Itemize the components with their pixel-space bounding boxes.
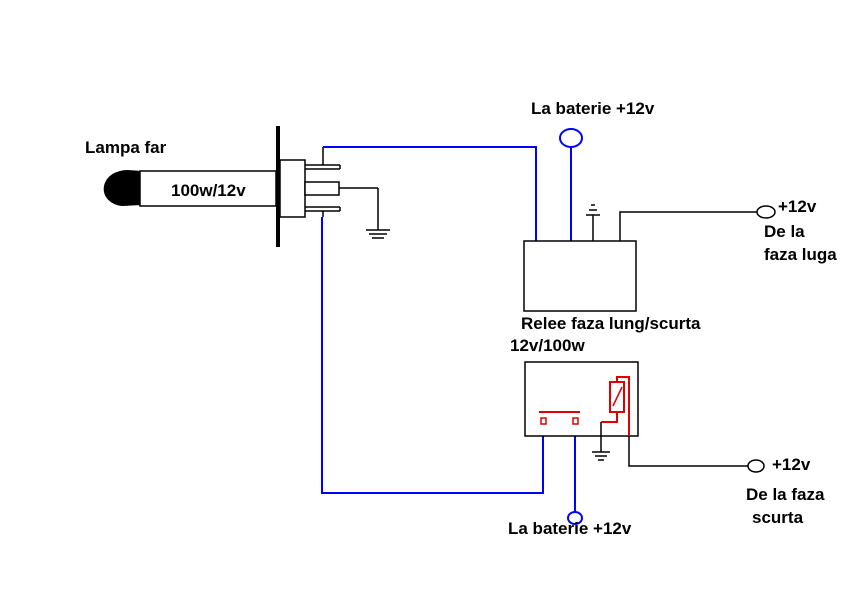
battery-top-label: La baterie +12v — [531, 99, 655, 118]
lamp-pin-middle — [304, 181, 340, 196]
lamp-flange — [276, 126, 280, 247]
low-beam-label-1: De la faza — [746, 485, 825, 504]
wire-high-beam — [323, 146, 537, 241]
relay-label-2: 12v/100w — [510, 336, 585, 355]
high-beam-label-2: faza luga — [764, 245, 837, 264]
terminal-battery-top — [559, 128, 583, 148]
battery-bottom-label: La baterie +12v — [508, 519, 632, 538]
relay-high-beam — [523, 204, 776, 312]
lamp-bulb-tip — [103, 170, 142, 206]
headlamp — [103, 126, 341, 247]
lamp-ground — [339, 187, 390, 239]
terminal-high-beam — [756, 205, 776, 219]
high-beam-label-1: De la — [764, 222, 805, 241]
wire-low-beam — [321, 217, 544, 494]
low-beam-label-2: scurta — [752, 508, 804, 527]
terminal-low-beam — [747, 459, 765, 473]
lamp-title: Lampa far — [85, 138, 167, 157]
plus12-high-label: +12v — [778, 197, 817, 216]
lamp-rating: 100w/12v — [171, 181, 246, 200]
relay-low-beam — [524, 361, 765, 473]
lamp-socket — [279, 159, 306, 218]
terminal-battery-bottom — [567, 511, 583, 525]
plus12-low-label: +12v — [772, 455, 811, 474]
relay-label-1: Relee faza lung/scurta — [521, 314, 701, 333]
blue-wires — [321, 146, 576, 512]
